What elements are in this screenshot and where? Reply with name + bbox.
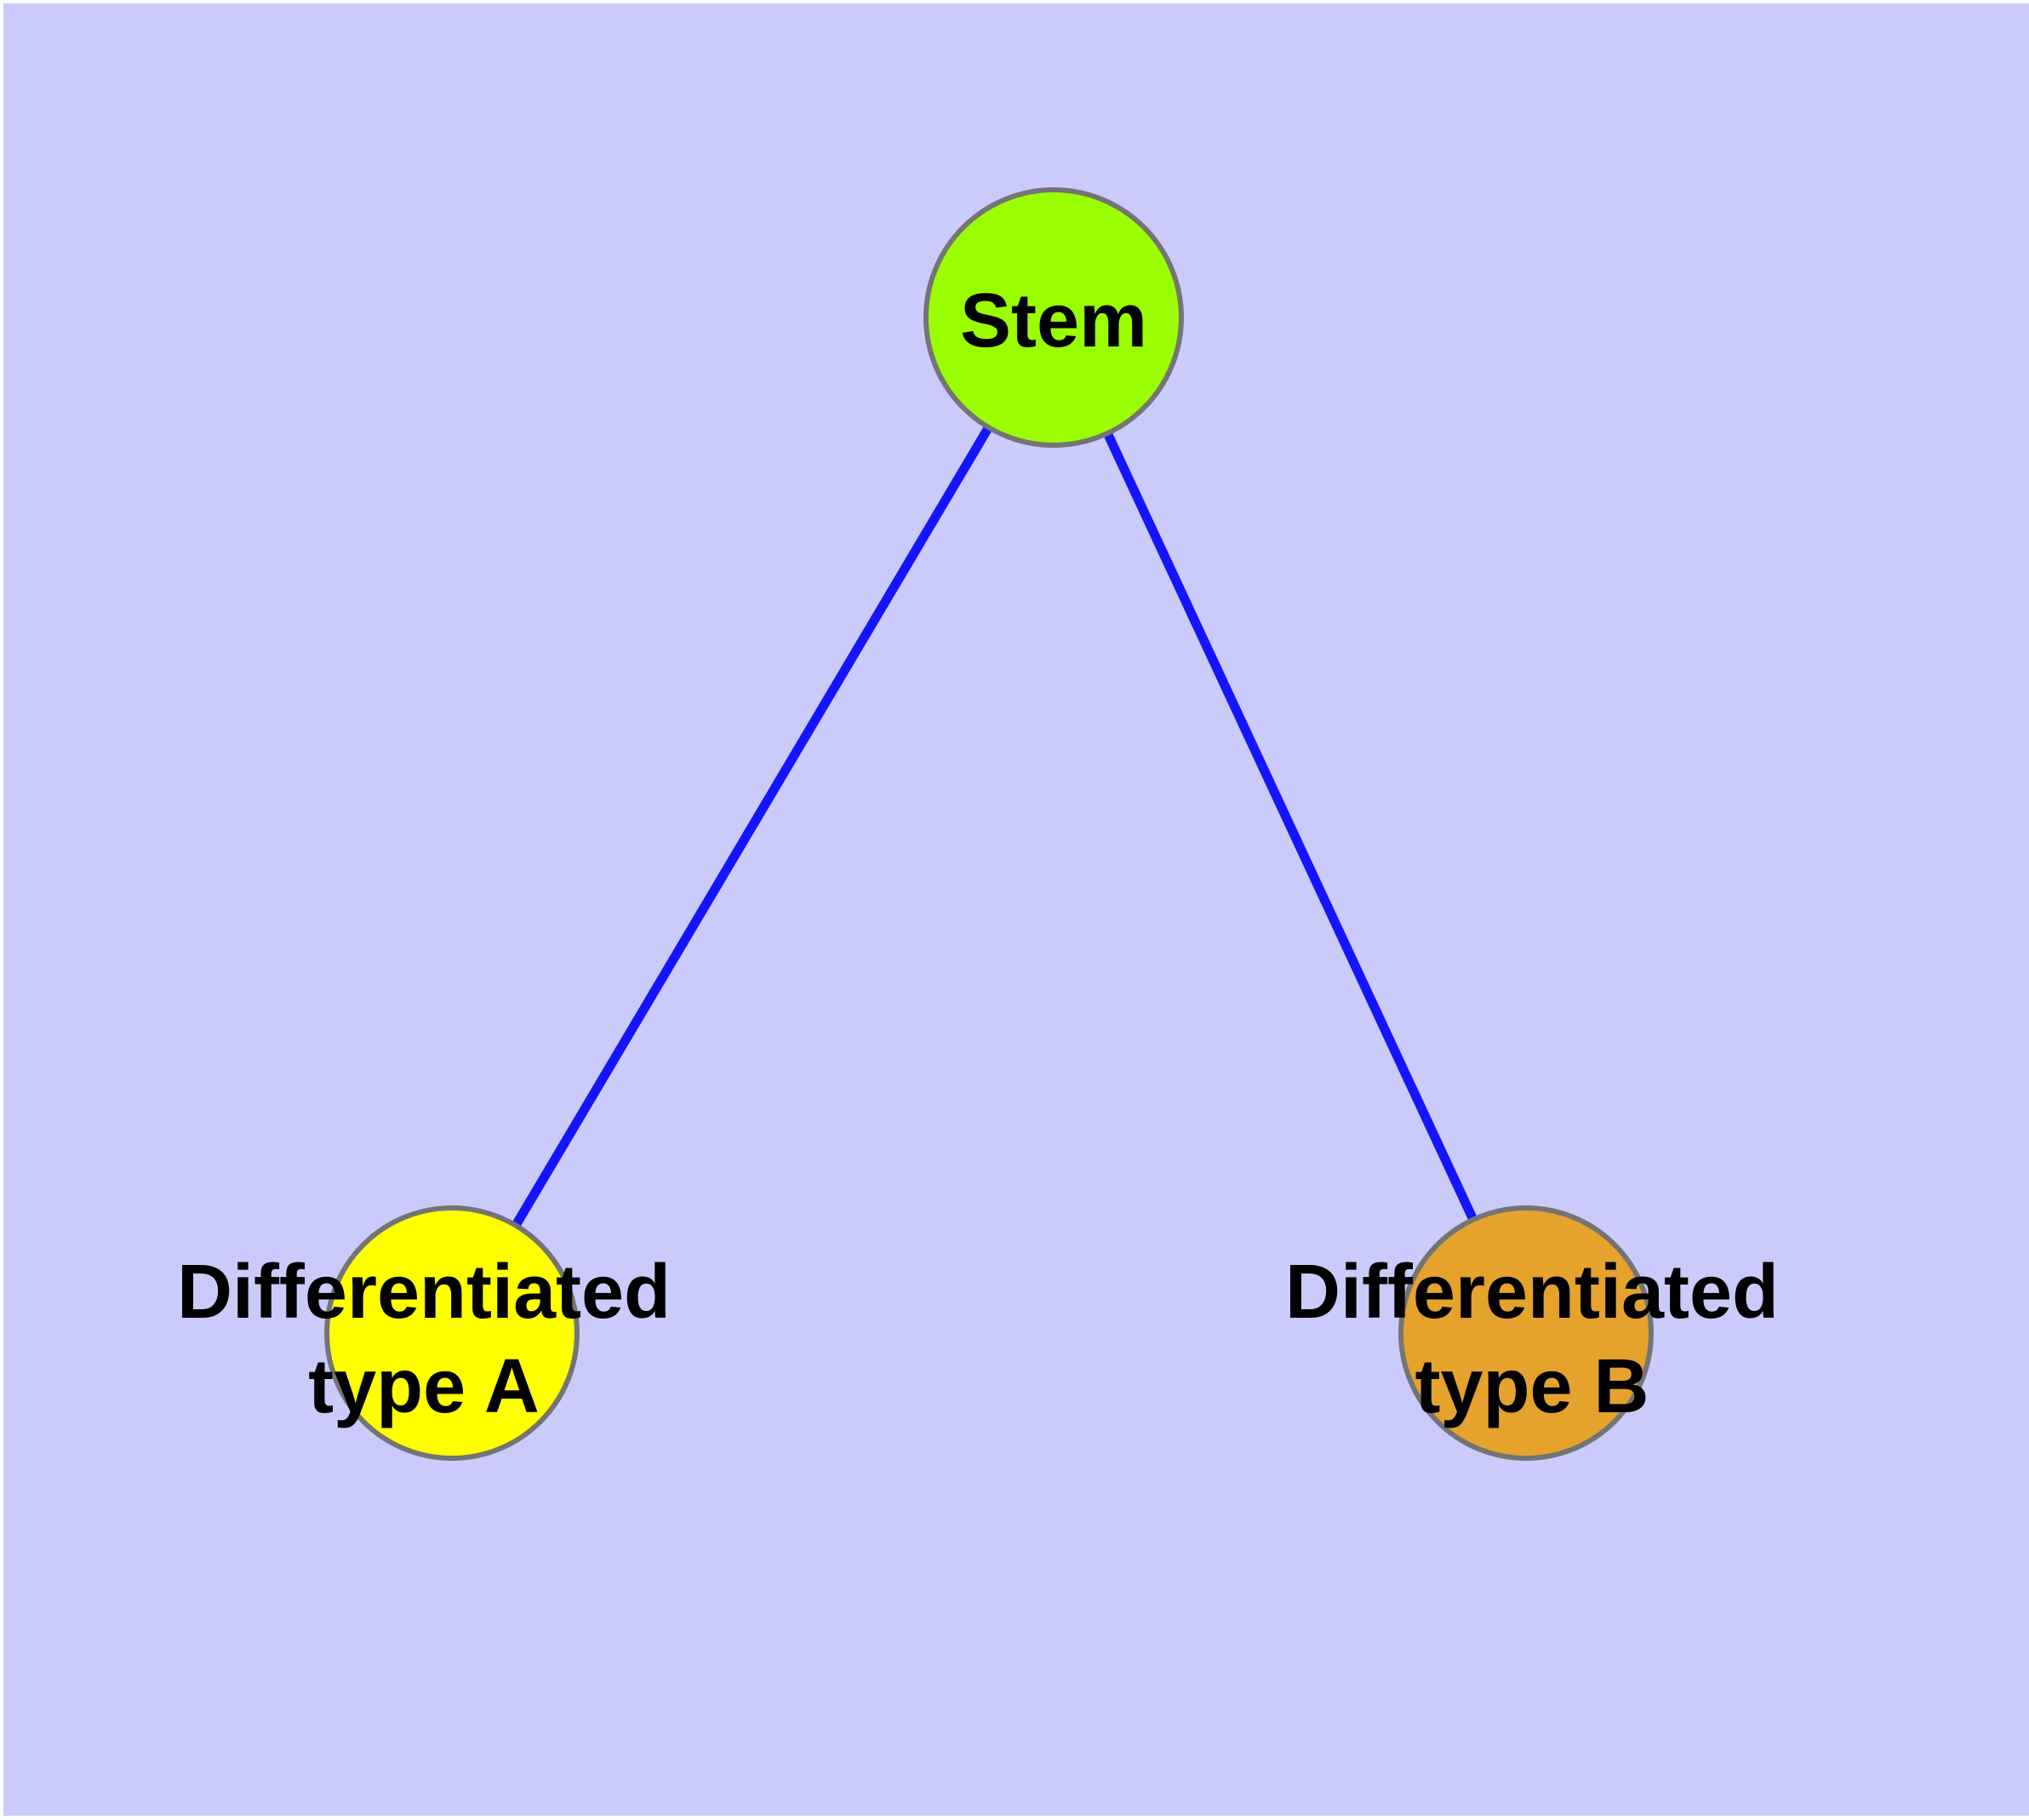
node-type-b-label-line1: Differentiated	[1285, 1250, 1779, 1335]
node-type-b-label-line2: type B	[1415, 1344, 1649, 1429]
node-type-a-circle	[324, 1205, 580, 1461]
edge-stem-to-type-a	[448, 315, 1058, 1336]
node-differentiated-type-a: Differentiated type A	[177, 1205, 671, 1461]
node-stem-circle	[923, 187, 1184, 448]
edge-stem-to-type-b	[1049, 315, 1530, 1336]
node-differentiated-type-b: Differentiated type B	[1285, 1205, 1779, 1461]
node-stem-label: Stem	[960, 278, 1147, 363]
node-type-b-circle	[1398, 1205, 1654, 1461]
node-type-a-label-line1: Differentiated	[177, 1250, 671, 1335]
node-type-a-label-line2: type A	[308, 1344, 540, 1429]
node-stem: Stem	[923, 187, 1184, 448]
